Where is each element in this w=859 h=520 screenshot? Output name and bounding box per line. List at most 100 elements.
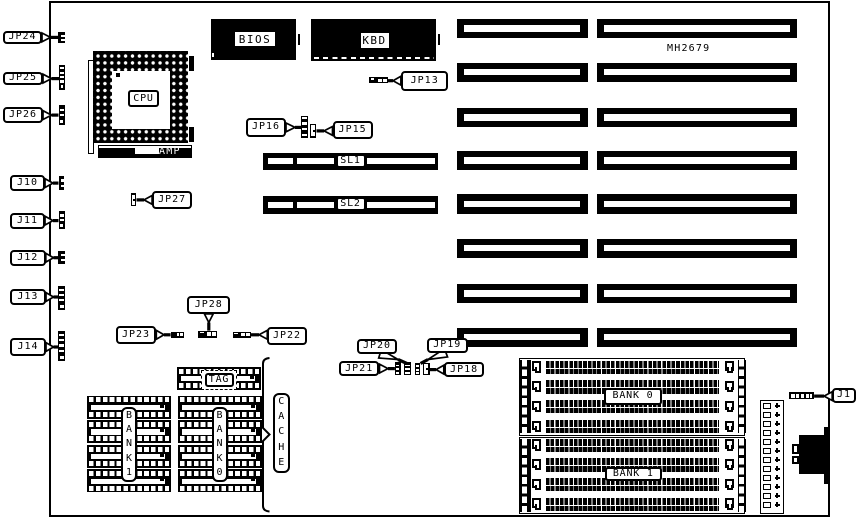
simm-strip-top <box>545 380 719 388</box>
isa-slot-inner <box>464 157 581 164</box>
icon-cell <box>415 372 420 375</box>
pin-header-pin <box>774 456 781 464</box>
icon-cell <box>801 393 805 398</box>
slot-segment <box>366 158 435 165</box>
isa-slot-left-8 <box>457 327 588 347</box>
icon-cell <box>59 114 64 117</box>
amp-label: AMP <box>159 146 181 157</box>
callout-jp13: JP13 <box>400 70 449 91</box>
pin-header-hole <box>762 474 772 482</box>
vlabel-char: B <box>216 410 223 422</box>
pin-header-hole <box>762 421 772 428</box>
simm-strip-gap <box>545 504 719 506</box>
icon-cell <box>796 393 800 398</box>
pin-header-hole <box>762 483 772 491</box>
simm-clip-step <box>535 426 541 432</box>
icon-cell <box>405 368 410 371</box>
icon-cell <box>383 78 387 82</box>
simm-socket-row-1-2 <box>545 478 719 492</box>
vlabel-char: 0 <box>216 466 223 478</box>
isa-slot-right-3 <box>596 107 798 128</box>
simm-left-column <box>520 359 529 434</box>
pin-header-hole <box>762 438 772 446</box>
pin-header-pin <box>774 492 781 500</box>
icon-cell <box>59 293 65 297</box>
callout-jp26: JP26 <box>3 107 43 124</box>
isa-slot-left-5 <box>457 194 588 214</box>
icon-cell <box>59 119 64 125</box>
pin-header-pin <box>774 420 781 428</box>
icon-cell <box>212 332 217 337</box>
pin-header-pin <box>774 429 781 437</box>
connector-icon-pins3box <box>58 105 65 125</box>
isa-slot-left-2 <box>457 62 588 82</box>
simm-strip-gap <box>545 387 719 389</box>
icon-cell <box>302 121 307 125</box>
simm-clip-step <box>535 464 541 471</box>
simm-strip-gap <box>545 426 719 428</box>
isa-slot-left-6 <box>457 238 588 258</box>
part-number: MH2679 <box>667 42 711 54</box>
isa-slot-right-7 <box>596 283 798 304</box>
simm-left-column <box>520 438 529 512</box>
icon-cell <box>234 332 238 335</box>
icon-cell <box>60 67 65 70</box>
vlabel-char: A <box>278 411 285 423</box>
icon-cell <box>396 372 400 375</box>
connector-icon-pins4box <box>58 285 66 311</box>
simm-clip-step <box>726 367 733 373</box>
isa-slot-right-6 <box>596 238 798 258</box>
simm-socket-row-0-0 <box>545 360 719 374</box>
icon-cell <box>59 298 65 302</box>
kbd-chip-label: KBD <box>360 32 389 48</box>
simm-clip-step <box>726 386 733 393</box>
chip-notch <box>250 376 255 379</box>
pin-header-pin <box>774 411 781 419</box>
simm-clip-step <box>535 445 541 451</box>
chip-notch <box>160 453 165 457</box>
isa-slot-right-4 <box>596 150 798 171</box>
callout-j12: J12 <box>9 249 46 266</box>
icon-cell <box>58 354 65 360</box>
pin-header-pin <box>774 402 781 410</box>
icon-cell <box>59 219 64 222</box>
simm-strip-gap <box>545 465 719 467</box>
simm-column-cells <box>521 438 527 512</box>
simm-strip-bottom <box>545 408 719 414</box>
connector-icon-pins2 <box>58 176 65 191</box>
icon-cell <box>58 304 65 310</box>
icon-cell <box>415 364 420 367</box>
simm-socket-row-1-0 <box>545 438 719 452</box>
vlabel-char: C <box>278 396 285 408</box>
chip-pin-row <box>89 485 169 491</box>
bios-chip-label: BIOS <box>235 32 275 46</box>
connector-icon-h3 <box>232 331 251 338</box>
vlabel-char: N <box>125 438 133 450</box>
slot-segment <box>267 201 293 208</box>
icon-cell <box>60 258 65 262</box>
simm-column-cells <box>739 359 745 434</box>
icon-cell <box>59 333 65 337</box>
cpu-label: CPU <box>128 90 159 107</box>
simm-clip-step <box>726 406 733 413</box>
icon-cell <box>425 367 430 371</box>
callout-jp18: JP18 <box>443 361 485 378</box>
icon-cell <box>60 179 65 182</box>
cpu-pin1-dot <box>115 72 120 77</box>
simm-strip-gap <box>545 445 719 447</box>
simm-column-cells <box>521 359 527 434</box>
isa-slot-left-7 <box>457 283 588 304</box>
icon-cell <box>61 34 65 37</box>
icon-cell <box>59 344 65 347</box>
icon-cell <box>59 349 65 352</box>
callout-jp27: JP27 <box>152 191 193 209</box>
simm-clip-step <box>726 484 733 491</box>
icon-cell <box>246 333 250 337</box>
callout-jp25: JP25 <box>3 71 43 86</box>
icon-cell <box>59 108 64 111</box>
slot-label-sl2: SL2 <box>335 196 366 212</box>
slot-segment <box>297 158 334 165</box>
icon-cell <box>370 78 375 80</box>
connector-icon-v3 <box>414 362 421 376</box>
